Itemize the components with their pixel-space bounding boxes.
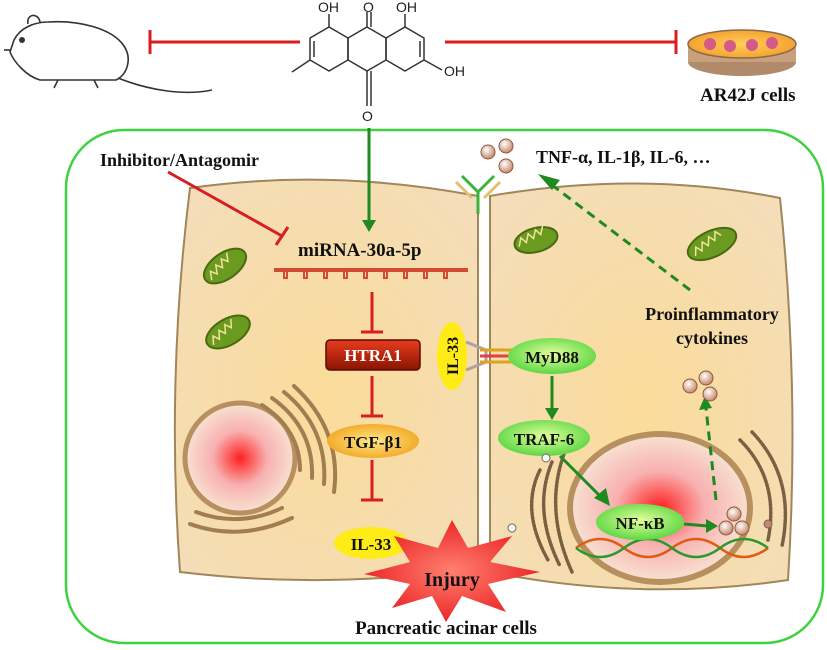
inhibitor-label: Inhibitor/Antagomir: [100, 150, 259, 170]
arrowhead: [362, 220, 376, 232]
cytokine-cluster: [480, 138, 514, 174]
traf6-label: TRAF-6: [514, 430, 574, 449]
htra1-box: [325, 339, 421, 371]
myd88-label: MyD88: [525, 348, 579, 367]
mirna-label: miRNA-30a-5p: [298, 240, 422, 261]
cell-line-label: AR42J cells: [700, 85, 796, 106]
arrowhead: [545, 408, 559, 420]
proinflammatory-label: Proinflammatory: [645, 304, 779, 324]
htra1-label: HTRA1: [344, 346, 402, 365]
nfkb-node: [596, 504, 684, 540]
vesicle: [763, 519, 773, 529]
inhibit-arrow-htra1: [361, 292, 383, 334]
cytokine-receptor-icon: [454, 174, 502, 214]
oh-label: OH: [396, 0, 417, 15]
petri-dish-icon: [687, 29, 797, 76]
myd88-node: [508, 338, 596, 374]
mitochondrion-icon: [686, 226, 738, 262]
oh-label: OH: [318, 0, 339, 15]
inhibit-bar: [274, 226, 290, 246]
mitochondrion-icon: [205, 314, 251, 350]
inhibit-arrow-tgf: [361, 376, 383, 418]
arrowhead: [538, 174, 560, 190]
mouse-icon: [4, 14, 213, 94]
cytokines-list-label: TNF-α, IL-1β, IL-6, …: [536, 147, 711, 167]
ketone-label: O: [363, 0, 374, 15]
inhibit-arrow-cells: [445, 30, 678, 54]
il33-receptor-ligand: [437, 322, 467, 390]
arrowhead: [699, 396, 712, 410]
tgf-b1-node: [327, 424, 419, 458]
inhibit-arrow-il33: [361, 460, 383, 502]
il33-node: [334, 527, 408, 559]
injury-label: Injury: [424, 569, 480, 591]
mitochondrion-icon: [513, 225, 559, 254]
cytokines-label: cytokines: [676, 328, 748, 348]
mirna-strand-icon: [274, 268, 468, 279]
emodin-structure: [291, 12, 443, 106]
nucleus: [182, 400, 298, 516]
il33-vertical-label: IL-33: [445, 337, 462, 375]
vesicle: [507, 523, 517, 533]
injury-burst: [364, 520, 540, 622]
oh-label: OH: [444, 63, 465, 79]
inhibit-arrow-mouse: [148, 30, 300, 54]
endoplasmic-reticulum: [188, 384, 338, 534]
activate-arrow-nfkb: [558, 454, 602, 498]
nfkb-label: NF-κB: [615, 514, 664, 533]
ketone-label: O: [362, 108, 373, 124]
il33-label: IL-33: [351, 535, 392, 554]
traf6-node: [498, 420, 590, 456]
tgf-b1-label: TGF-β1: [344, 433, 402, 452]
dna-helix-icon: [575, 537, 769, 559]
tissue-border: [64, 128, 825, 645]
secretion-arrow-lower: [704, 407, 718, 501]
cytokine-cluster: [682, 370, 718, 402]
cytokine-cluster: [718, 506, 750, 536]
mitochondrion-icon: [202, 247, 248, 285]
pancreatic-acinar-cells-label: Pancreatic acinar cells: [355, 618, 537, 639]
arrowhead: [706, 519, 718, 533]
vesicle: [541, 453, 551, 463]
arrowhead: [594, 488, 610, 506]
inhibit-arrow-mirna: [167, 170, 283, 238]
activate-arrow-cytokine-production: [683, 522, 709, 528]
